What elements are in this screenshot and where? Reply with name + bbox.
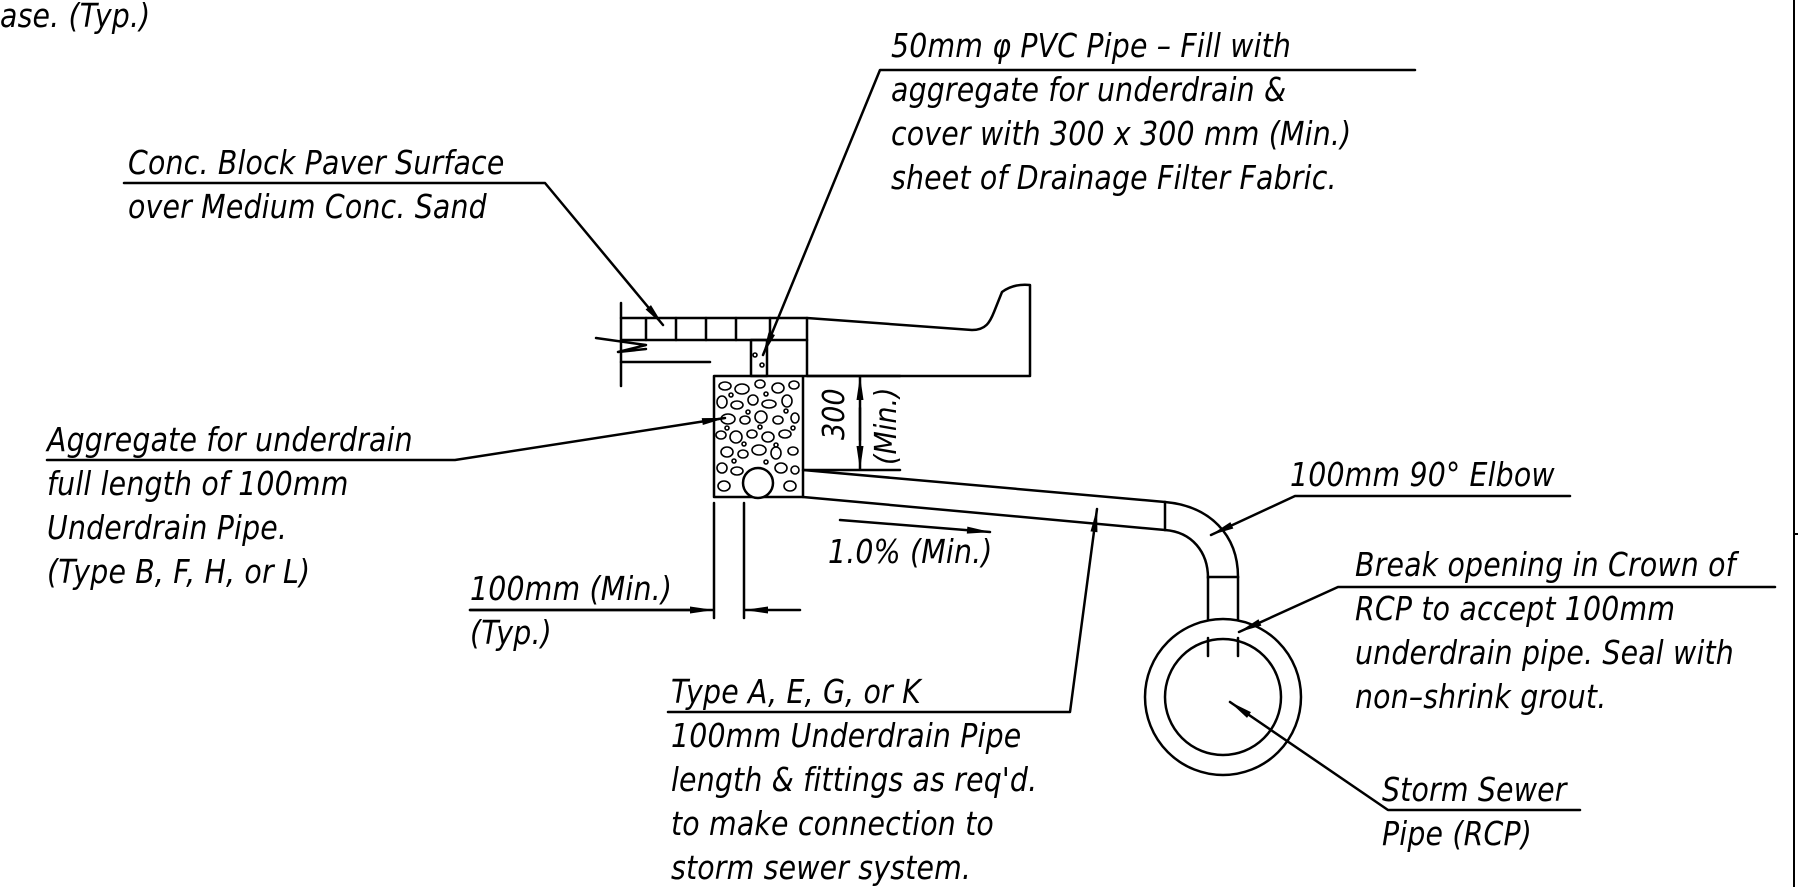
underdrain-pipe-circle <box>743 468 773 498</box>
note-aggregate: Aggregate for underdrain full length of … <box>47 420 413 591</box>
note-slope: 1.0% (Min.) <box>828 532 993 571</box>
elbow-bend <box>1165 502 1238 577</box>
note-pvc-pipe: 50mm φ PVC Pipe – Fill with aggregate fo… <box>891 26 1352 197</box>
aggregate-pebbles <box>716 353 799 491</box>
leader-aggregate <box>47 418 725 460</box>
leader-break <box>1239 587 1775 632</box>
depth-dimension-min: (Min.) <box>869 387 904 465</box>
leader-elbow <box>1211 496 1570 535</box>
concrete-curb <box>807 285 1030 376</box>
note-break-opening: Break opening in Crown of RCP to accept … <box>1355 545 1736 716</box>
note-elbow: 100mm 90° Elbow <box>1290 455 1555 494</box>
underdrain-pipe-bottom <box>803 497 1165 530</box>
depth-dimension <box>804 376 900 470</box>
underdrain-pipe-top <box>803 470 1165 502</box>
leader-pvc <box>763 70 1415 355</box>
leader-underdrain <box>668 509 1097 712</box>
rcp-outer <box>1145 619 1301 775</box>
pvc-riser-pipe <box>751 340 767 376</box>
leader-paver <box>124 183 663 325</box>
note-paver-surface: Conc. Block Paver Surface over Medium Co… <box>128 143 505 226</box>
paver-surface <box>596 303 807 386</box>
slope-arrow <box>840 520 990 534</box>
note-underdrain-pipe: Type A, E, G, or K 100mm Underdrain Pipe… <box>671 672 1038 887</box>
note-width-dimension: 100mm (Min.) (Typ.) <box>470 569 673 652</box>
rcp-inner <box>1165 639 1281 755</box>
elbow-bend-inner <box>1165 530 1208 578</box>
leader-storm <box>1230 702 1580 810</box>
depth-dimension-value: 300 <box>817 388 852 440</box>
note-top-left-fragment: ase. (Typ.) <box>0 0 151 35</box>
note-storm-sewer: Storm Sewer Pipe (RCP) <box>1382 770 1567 853</box>
